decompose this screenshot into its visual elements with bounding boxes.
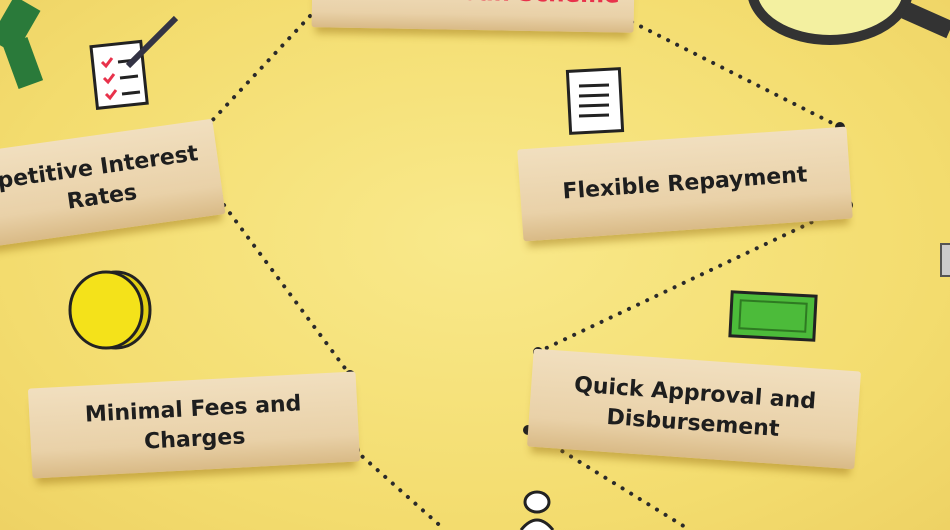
connector [630, 20, 842, 129]
title-text: Personal Loan Scheme [326, 0, 620, 11]
person-icon [519, 490, 555, 530]
cash-icon [728, 290, 818, 342]
connector [216, 195, 352, 377]
label: Flexible Repayment [561, 162, 809, 205]
connector [206, 14, 312, 127]
binder-clip-icon [0, 0, 44, 90]
document-icon [565, 67, 625, 135]
block-personal-loan-scheme: Personal Loan Scheme [311, 0, 635, 33]
magnifier-icon [748, 0, 950, 45]
coin-icon [68, 270, 152, 350]
checklist-icon [89, 15, 179, 110]
side-object [940, 243, 950, 277]
connector [536, 203, 850, 354]
connector [353, 448, 447, 530]
